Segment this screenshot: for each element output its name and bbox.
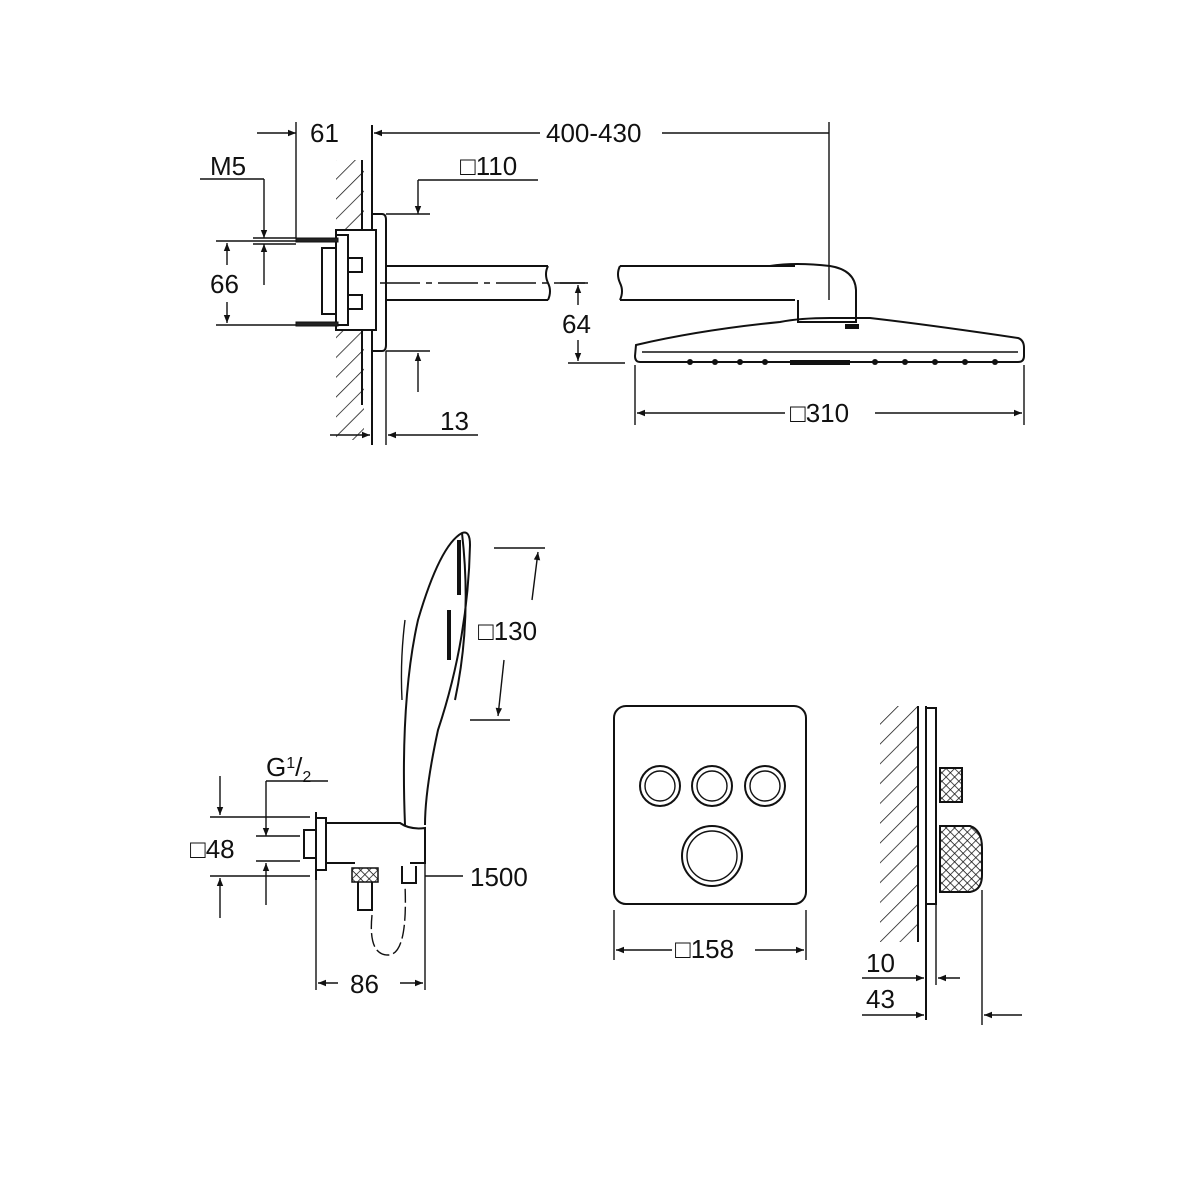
dim-arm-length: 400-430: [546, 118, 641, 148]
control-panel-side-view: 10 43: [862, 706, 1022, 1025]
dim-knob-projection: 43: [866, 984, 895, 1014]
side-knob: [939, 825, 983, 893]
side-button: [939, 767, 963, 803]
concealed-body: [295, 229, 377, 331]
dim-holder-depth: 86: [350, 969, 379, 999]
dim-thread-g: G1/2: [266, 752, 311, 786]
control-panel-front-view: □158: [613, 705, 807, 964]
dim-hose-length: 1500: [470, 862, 528, 892]
thread-denominator: 2: [302, 769, 311, 786]
hose-nut: [351, 867, 379, 883]
dim-plate-size: □158: [675, 934, 734, 964]
thread-slash: /: [295, 752, 303, 782]
dim-thread-m5: M5: [210, 151, 246, 181]
dim-wall-to-flange: 61: [310, 118, 339, 148]
head-shower-plate: [633, 317, 1025, 363]
head-shower-view: 61 400-430 M5 □110 66 64 13: [200, 118, 1025, 445]
dim-plate-projection: 10: [866, 948, 895, 978]
dim-hand-head-size: □130: [478, 616, 537, 646]
button-1: [639, 765, 681, 807]
dim-outlet-size: □48: [190, 834, 235, 864]
button-2: [691, 765, 733, 807]
button-3: [744, 765, 786, 807]
arm-elbow: [769, 263, 857, 323]
thread-letter: G: [266, 752, 286, 782]
dim-flange-depth: 13: [440, 406, 469, 436]
control-plate: [613, 705, 807, 905]
dim-head-drop: 64: [562, 309, 591, 339]
thread-numerator: 1: [286, 755, 295, 772]
dim-flange-size: □110: [460, 151, 517, 181]
main-knob: [681, 825, 743, 887]
dim-bolt-spacing: 66: [210, 269, 239, 299]
hand-shower-view: □130 G1/2 □48 1500 86: [190, 531, 545, 999]
hand-shower-handle: [402, 531, 472, 826]
dim-head-size: □310: [790, 398, 849, 428]
